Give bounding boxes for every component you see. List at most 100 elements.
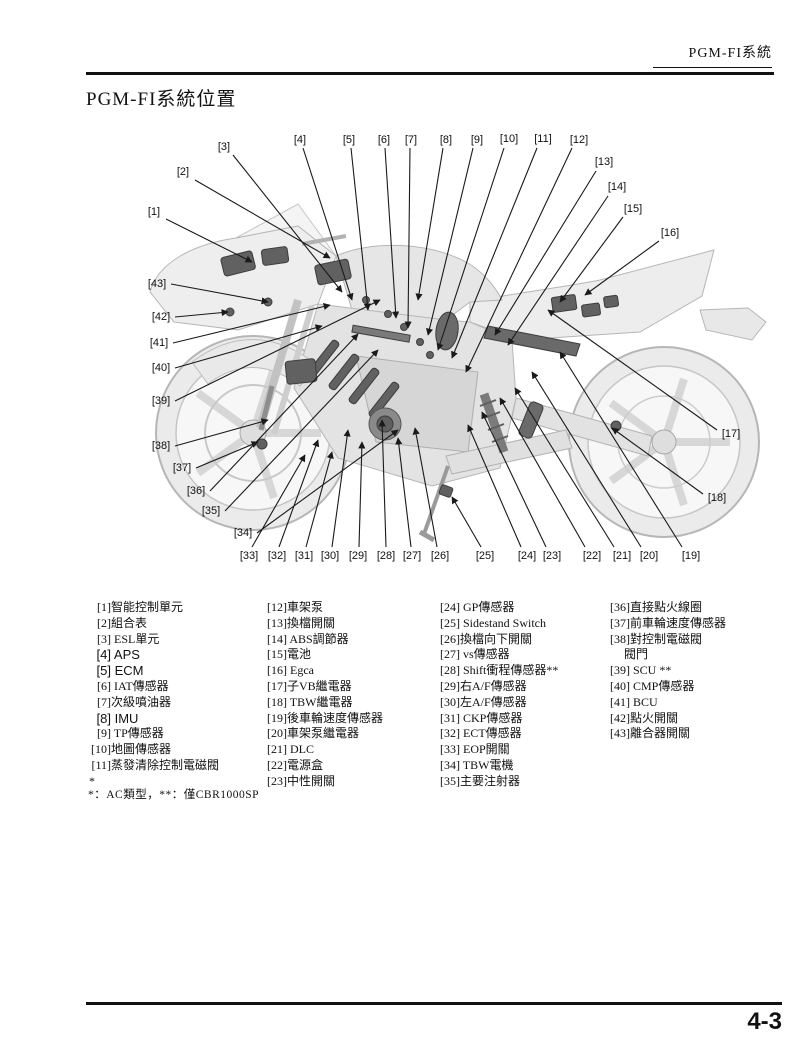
legend-item-number: [42]	[610, 710, 630, 725]
legend-column-2: [12]車架泵[13]換檔開關[14] ABS調節器[15]電池[16] Egc…	[257, 600, 430, 790]
callout-label: [42]	[152, 311, 170, 323]
legend-item-number: [33]	[440, 742, 460, 757]
legend: [1]智能控制單元[2]組合表[3] ESL單元[4] APS[5] ECM[6…	[0, 600, 802, 790]
legend-item-label: ABS調節器	[287, 631, 349, 646]
callout-label: [39]	[152, 395, 170, 407]
callout-label: [35]	[202, 505, 220, 517]
legend-item-number: [43]	[610, 726, 630, 741]
legend-item-number: [15]	[267, 647, 287, 662]
legend-item-number: [25]	[440, 615, 460, 630]
legend-item-number: [24]	[440, 600, 460, 614]
callout-label: [33]	[240, 550, 258, 562]
legend-item-number: [9]	[97, 726, 111, 741]
legend-column-3: [24] GP傳感器[25] Sidestand Switch[26]換檔向下開…	[430, 600, 600, 790]
leader-line	[494, 170, 597, 336]
leader-line	[559, 216, 624, 303]
legend-item-label: 離合器開關	[630, 726, 691, 741]
rear-wheel	[568, 346, 760, 538]
callout-label: [10]	[500, 133, 518, 145]
legend-item-number: [40]	[610, 678, 630, 693]
legend-item: [21] DLC	[257, 742, 430, 758]
callout-label: [26]	[431, 550, 449, 562]
callout-label: [3]	[218, 141, 230, 153]
legend-item-label: Shift衝程傳感器**	[460, 663, 559, 678]
page-title: PGM-FI系統位置	[86, 89, 237, 110]
legend-item-number: [1]	[97, 600, 111, 614]
legend-item-label: 次級噴油器	[111, 694, 172, 709]
legend-item-number: [41]	[610, 694, 630, 709]
callout-label: [7]	[405, 134, 417, 146]
legend-item-number: [34]	[440, 757, 460, 772]
legend-item: [1]智能控制單元	[81, 600, 257, 616]
legend-item-number: [20]	[267, 726, 287, 741]
leader-line	[224, 349, 379, 512]
callout-label: [19]	[682, 550, 700, 562]
leader-line	[358, 441, 366, 548]
pgm-fi-location-diagram: [1][2][3][4][5][6][7][8][9][10][11][12][…	[148, 133, 767, 562]
legend-item: [35]主要注射器	[430, 774, 600, 790]
legend-item: [39] SCU **	[600, 663, 800, 679]
handlebar	[301, 234, 347, 246]
legend-item-number: [19]	[267, 710, 287, 725]
legend-item: [2]組合表	[81, 616, 257, 632]
legend-item: [43]離合器開關	[600, 726, 800, 742]
callout-label: [22]	[583, 550, 601, 562]
legend-item-label: GP傳感器	[460, 600, 515, 614]
legend-item-number: [17]	[267, 678, 287, 693]
exhaust	[445, 429, 573, 475]
legend-item-label: 右A/F傳感器	[460, 678, 527, 693]
callout-label: [34]	[234, 527, 252, 539]
legend-item: [28] Shift衝程傳感器**	[430, 663, 600, 679]
legend-item-label: 中性開關	[287, 773, 336, 788]
legend-item-label: APS	[111, 647, 140, 663]
callout-layer: [1][2][3][4][5][6][7][8][9][10][11][12][…	[148, 133, 740, 562]
leader-line	[412, 427, 438, 548]
legend-item: [4] APS	[81, 647, 257, 663]
legend-item-number: [22]	[267, 757, 287, 772]
leader-line	[174, 324, 323, 369]
legend-item-label: 對控制電磁閥	[630, 631, 703, 646]
callout-label: [8]	[440, 134, 452, 146]
legend-item: [38]對控制電磁閥	[600, 632, 800, 648]
callout-label: [12]	[570, 134, 588, 146]
callout-label: [14]	[608, 181, 626, 193]
legend-item: [14] ABS調節器	[257, 632, 430, 648]
callout-label: [27]	[403, 550, 421, 562]
legend-item-number: [21]	[267, 742, 287, 757]
legend-item-label: CMP傳感器	[630, 678, 695, 693]
legend-item-label: IMU	[111, 710, 139, 726]
legend-item-label: 電池	[287, 647, 312, 662]
legend-item-number: [26]	[440, 631, 460, 646]
legend-item-wrap: *	[89, 773, 95, 788]
legend-item-label: 蒸發清除控制電磁閥	[111, 757, 220, 772]
legend-item: [18] TBW繼電器	[257, 695, 430, 711]
legend-item-number: [5]	[96, 663, 111, 679]
legend-column-4: [36]直接點火線圈[37]前車輪速度傳感器[38]對控制電磁閥閥門[39] S…	[600, 600, 800, 742]
legend-item: [23]中性開關	[257, 774, 430, 790]
legend-item: [37]前車輪速度傳感器	[600, 616, 800, 632]
callout-label: [38]	[152, 440, 170, 452]
legend-item: [11]蒸發清除控制電磁閥	[81, 758, 257, 774]
legend-item-label: 組合表	[111, 615, 148, 630]
leader-line	[165, 218, 253, 263]
legend-item-number: [38]	[610, 631, 630, 646]
leader-line	[170, 283, 269, 305]
callout-label: [30]	[321, 550, 339, 562]
rear-tip	[699, 307, 767, 341]
leader-line	[174, 299, 381, 402]
callout-label: [29]	[349, 550, 367, 562]
leader-line	[395, 437, 412, 548]
legend-item-number: [35]	[440, 773, 460, 788]
leader-line	[350, 147, 371, 311]
legend-item: [10]地圖傳感器	[81, 742, 257, 758]
legend-item-number: [32]	[440, 726, 460, 741]
leader-line	[451, 147, 538, 359]
legend-item-label: 車架泵	[287, 600, 324, 614]
sidestand-foot	[418, 529, 436, 543]
leader-line	[302, 147, 354, 301]
legend-item: [12]車架泵	[257, 600, 430, 616]
leader-line	[436, 147, 505, 351]
legend-item-label: 直接點火線圈	[630, 600, 703, 614]
callout-label: [21]	[613, 550, 631, 562]
